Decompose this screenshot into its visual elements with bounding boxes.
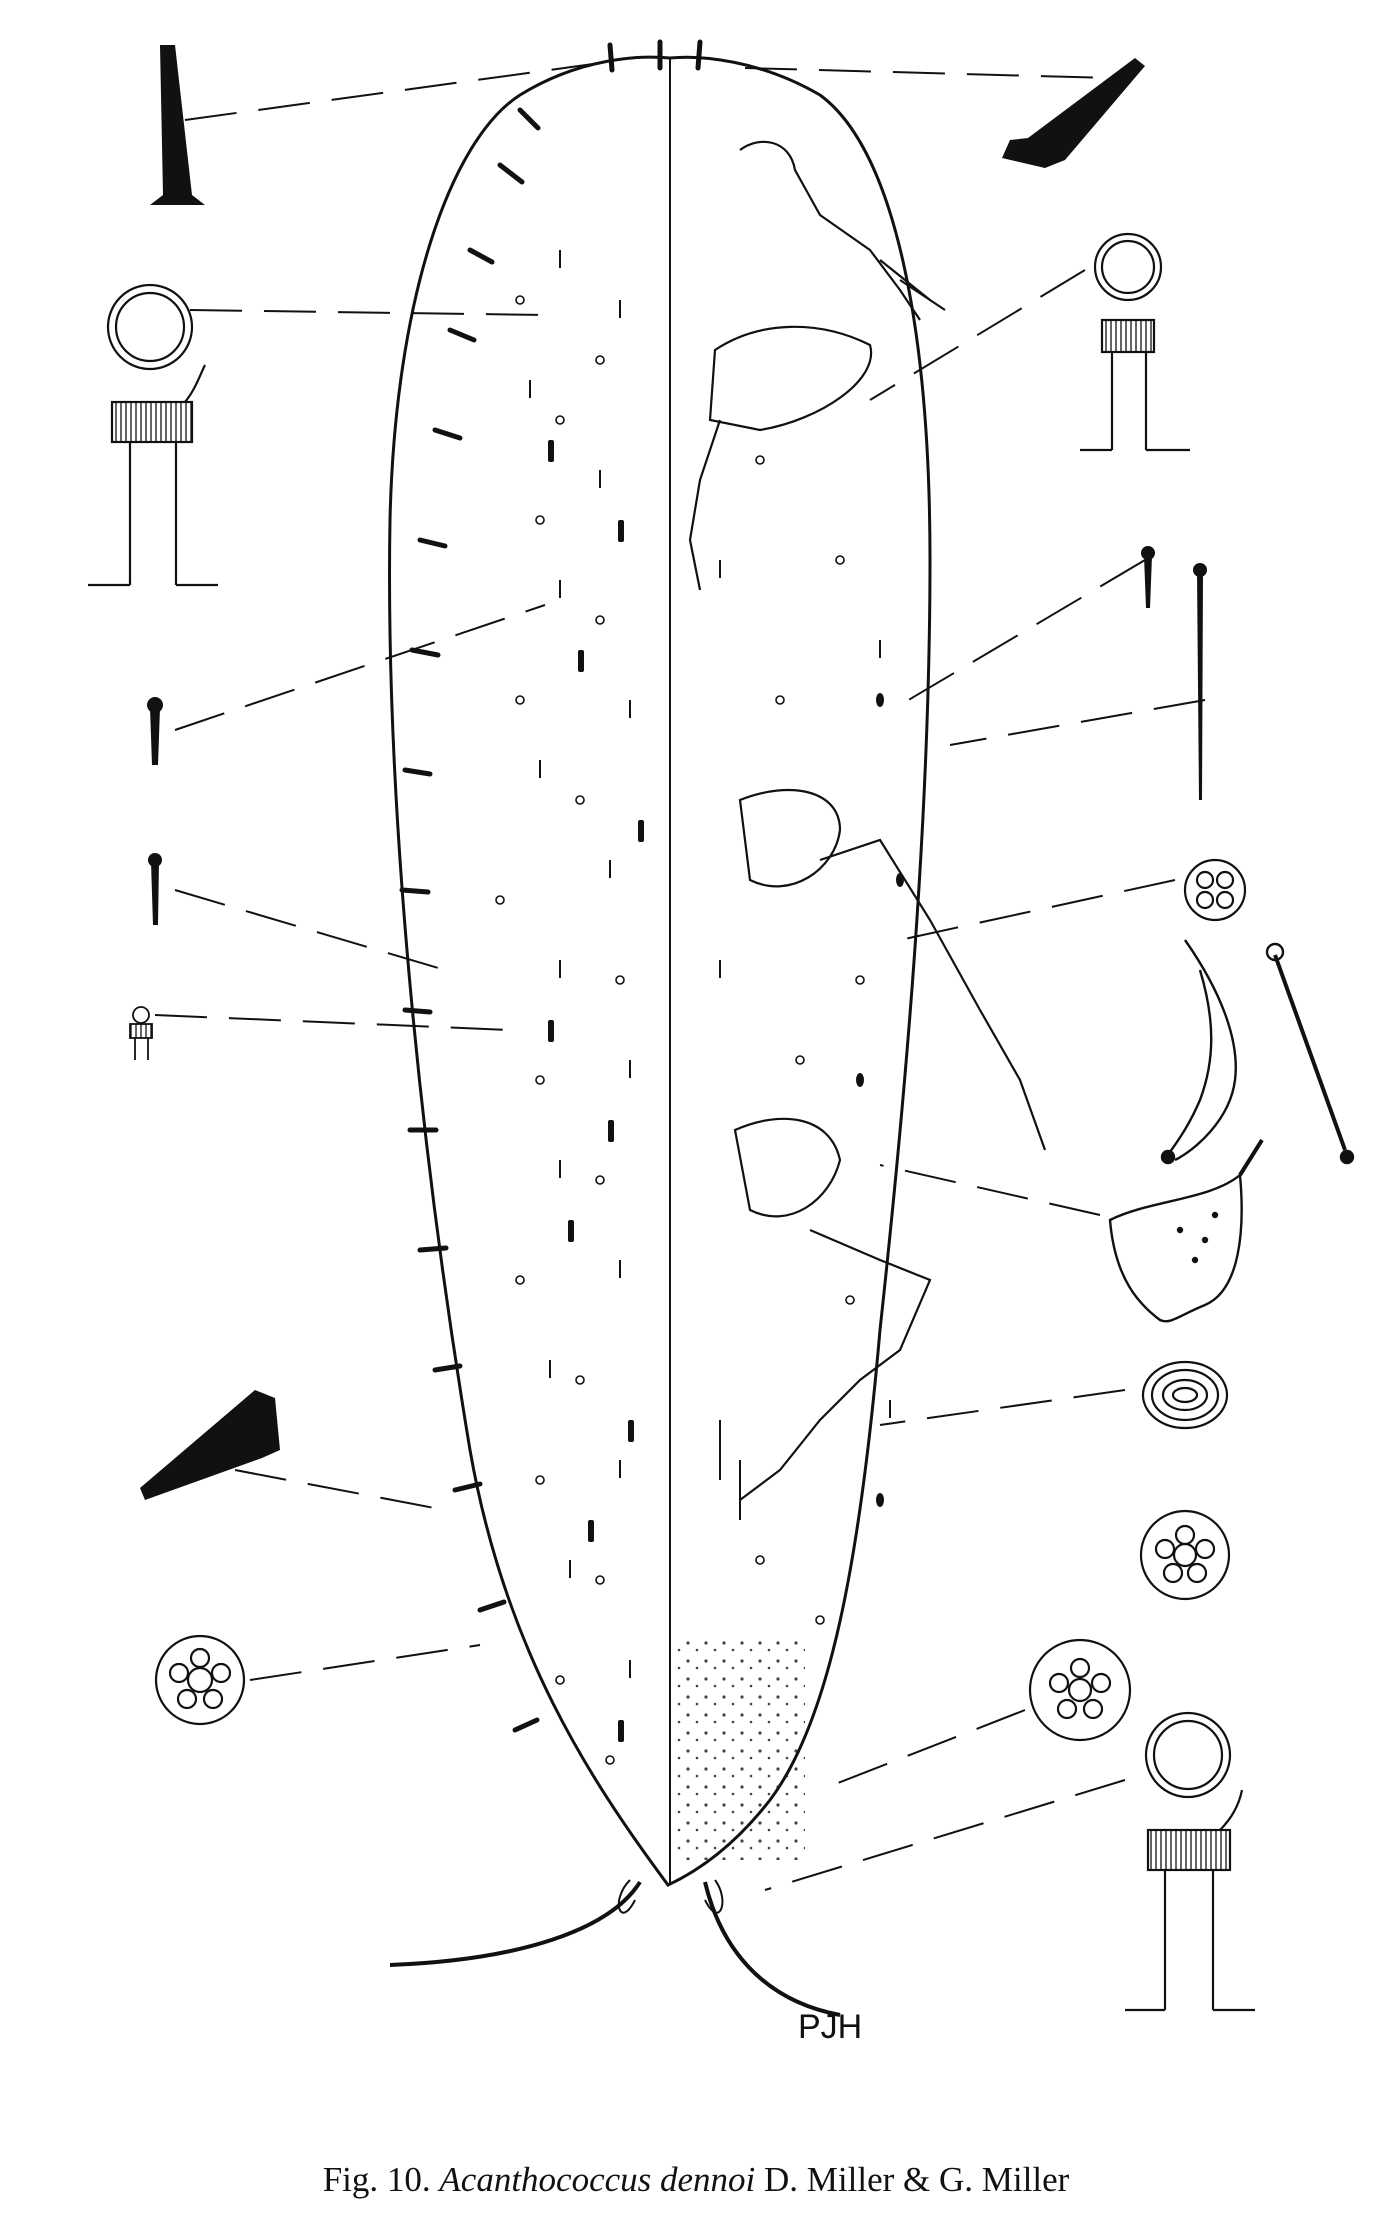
multilocular-pore-left (154, 1634, 246, 1726)
species-authors: D. Miller & G. Miller (764, 2160, 1070, 2199)
legs-and-antenna (688, 140, 1047, 1501)
ventral-pore-cluster (675, 1640, 805, 1860)
enlarged-tubular-duct-left (88, 283, 218, 587)
artist-initials: PJH (798, 2008, 862, 2046)
enlarged-conical-seta (0, 0, 245, 400)
marginal-setae (399, 39, 703, 1733)
enlarged-minute-duct (129, 1006, 153, 1060)
pore-oval-ringed (1141, 1360, 1229, 1430)
enlarged-anal-lobe (1108, 1138, 1264, 1323)
enlarged-seta-top-left (150, 45, 205, 205)
body-pores (495, 295, 865, 1765)
figure-number: Fig. 10. (322, 2160, 431, 2199)
body-outline (388, 55, 932, 1887)
anal-lobe-seta-right (703, 1881, 841, 2017)
pore-quadrilocular (1183, 858, 1247, 922)
enlarged-tubular-duct-right (1080, 232, 1190, 452)
figure-caption: Fig. 10. Acanthococcus dennoi D. Miller … (0, 2160, 1392, 2200)
leader-lines (154, 61, 1206, 1891)
enlarged-conical-seta-shape (140, 1390, 280, 1500)
small-setae (529, 250, 891, 1678)
multilocular-pore-right-b (1028, 1638, 1132, 1742)
enlarged-claw (1160, 939, 1355, 1165)
multilocular-pore-right-a (1139, 1509, 1231, 1601)
species-name: Acanthococcus dennoi (439, 2160, 756, 2199)
enlarged-small-setae (147, 546, 1207, 925)
enlarged-tubular-duct-bottom-right (1125, 1711, 1255, 2012)
anal-lobe-seta-left (389, 1880, 642, 1967)
dark-setae (548, 440, 904, 1742)
enlarged-seta-top-right (1002, 58, 1145, 168)
